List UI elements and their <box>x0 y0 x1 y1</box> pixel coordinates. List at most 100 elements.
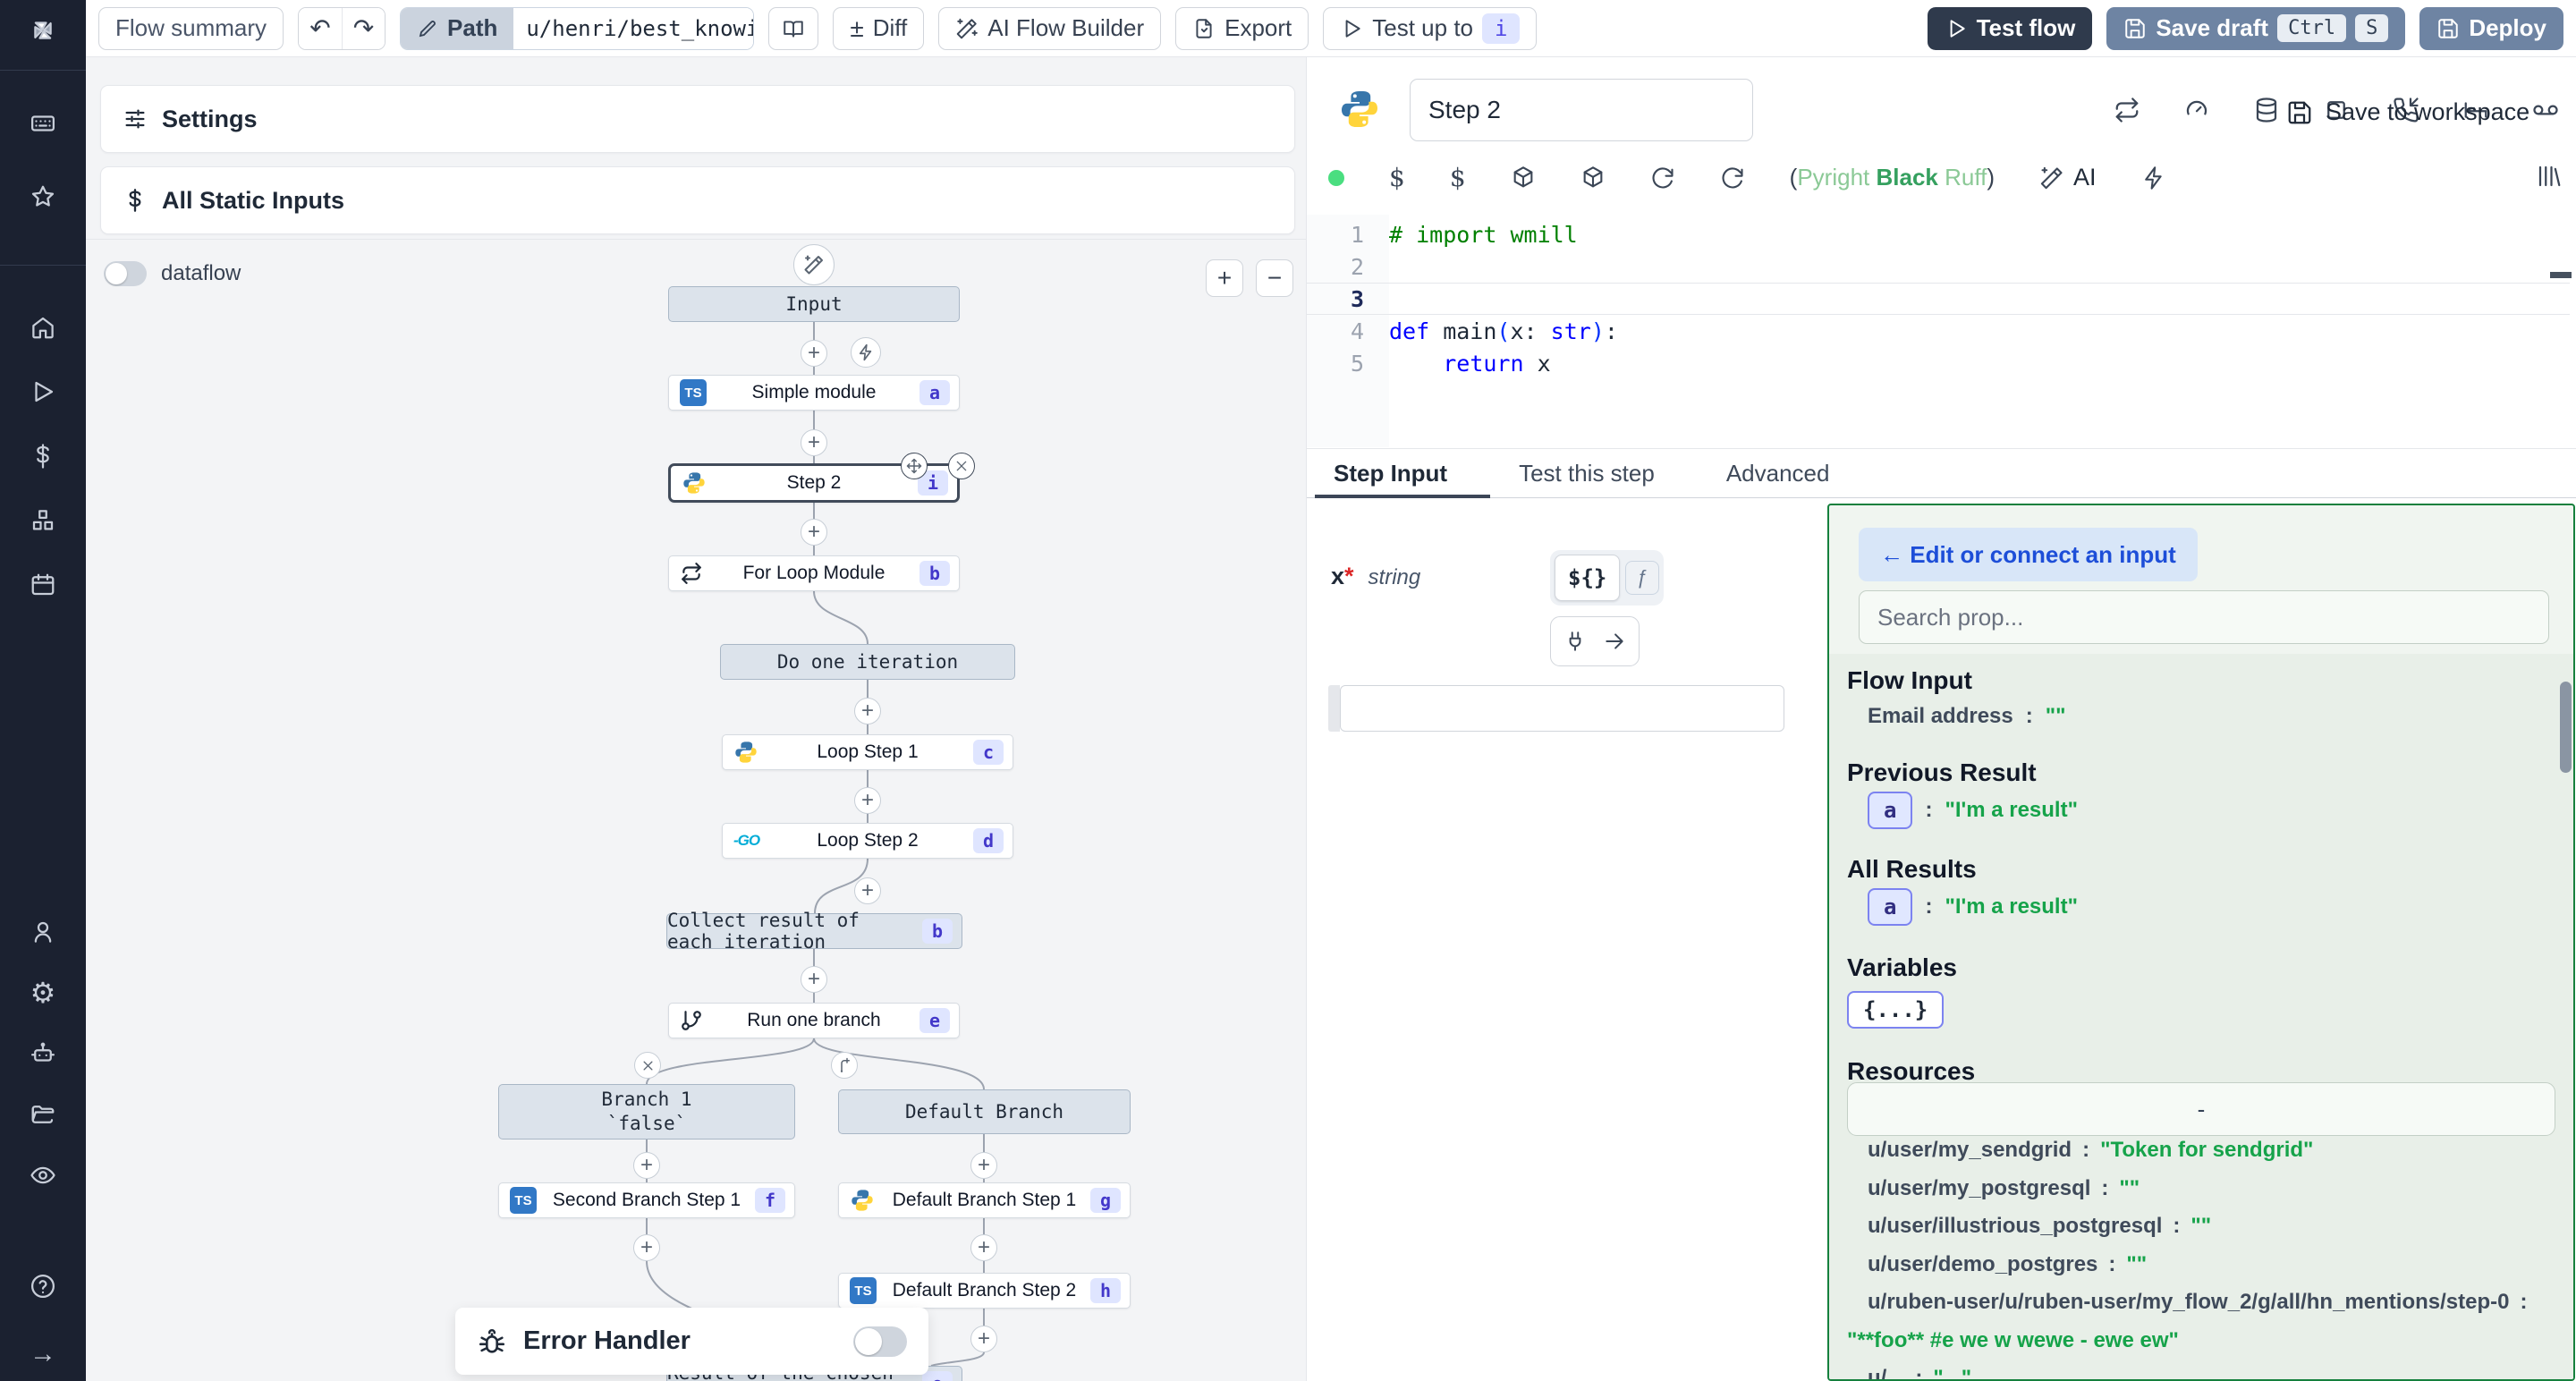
resource-row[interactable]: u/user/illustrious_postgresql:"" <box>1868 1214 2212 1238</box>
step-chip-a[interactable]: a <box>1868 792 1913 829</box>
flow-settings-card[interactable]: Settings <box>100 85 1295 153</box>
node-default-branch-step1[interactable]: Default Branch Step 1 g <box>838 1182 1131 1218</box>
resources-filter-input[interactable]: - <box>1847 1082 2555 1136</box>
node-input[interactable]: Input <box>668 286 960 322</box>
node-run-one-branch[interactable]: Run one branch e <box>668 1003 960 1038</box>
code-line[interactable]: 1# import wmill <box>1350 221 1578 248</box>
resource-row[interactable]: u/user/my_postgresql:"" <box>1868 1175 2140 1200</box>
resource-row[interactable]: u/user/demo_postgres:"" <box>1868 1251 2148 1276</box>
node-do-one-iteration[interactable]: Do one iteration <box>720 644 1015 680</box>
node-collect-result[interactable]: Collect result of each iteration b <box>666 910 962 953</box>
move-step-button[interactable] <box>901 453 928 479</box>
export-button[interactable]: Export <box>1175 6 1309 50</box>
add-step-button[interactable]: + <box>801 966 827 993</box>
all-static-inputs-card[interactable]: All Static Inputs <box>100 166 1295 234</box>
delete-step-button[interactable] <box>948 453 975 479</box>
add-step-button[interactable]: + <box>801 429 827 456</box>
library-icon[interactable] <box>2536 163 2563 190</box>
tab-advanced[interactable]: Advanced <box>1725 459 1830 487</box>
sidebar-collapse-icon[interactable]: → <box>30 1339 56 1368</box>
scrollbar-thumb[interactable] <box>2560 682 2572 773</box>
add-step-button[interactable]: + <box>854 877 881 904</box>
prop-row-email[interactable]: Email address : "" <box>1868 704 2066 728</box>
ai-gen-button[interactable]: AI <box>2039 164 2097 191</box>
plug-icon[interactable] <box>1563 630 1587 653</box>
deploy-button[interactable]: Deploy <box>2419 6 2563 50</box>
add-step-button[interactable]: + <box>633 1152 660 1179</box>
template-expr-toggle[interactable]: ${} <box>1555 555 1621 601</box>
sidebar-item-settings[interactable]: ⚙ <box>30 977 56 1009</box>
step-chip-a[interactable]: a <box>1868 888 1913 926</box>
ai-wand-circle[interactable] <box>793 244 835 285</box>
test-flow-button[interactable]: Test flow <box>1927 6 2093 50</box>
code-assistants-status[interactable]: (Pyright Black Ruff) <box>1789 164 1995 191</box>
node-simple-module[interactable]: TS Simple module a <box>668 375 960 411</box>
prop-row-variables[interactable]: {...} <box>1847 991 1945 1029</box>
ai-flow-builder-button[interactable]: AI Flow Builder <box>938 6 1162 50</box>
sidebar-item-runs[interactable] <box>29 377 57 406</box>
sidebar-item-folders[interactable] <box>29 1100 57 1129</box>
variables-chip[interactable]: {...} <box>1847 991 1945 1029</box>
add-step-button[interactable]: + <box>970 1234 997 1261</box>
node-loop-step1[interactable]: Loop Step 1 c <box>722 734 1013 770</box>
package-icon[interactable] <box>1580 165 1606 191</box>
error-handler-card[interactable]: Error Handler <box>455 1308 928 1375</box>
path-label[interactable]: Path <box>401 7 514 49</box>
undo-button[interactable]: ↶ <box>299 7 343 49</box>
code-line[interactable]: 3 <box>1307 283 2570 315</box>
bed-icon[interactable] <box>2462 97 2489 123</box>
flow-summary-button[interactable]: Flow summary <box>98 6 284 50</box>
add-step-button[interactable]: + <box>854 698 881 724</box>
resource-picker-icon[interactable]: $ <box>1449 163 1466 192</box>
add-branch-button[interactable] <box>831 1052 858 1079</box>
zoom-out-button[interactable]: − <box>1256 259 1293 297</box>
prop-row-previous-result[interactable]: a : "I'm a result" <box>1868 792 2078 829</box>
windmill-logo-icon[interactable] <box>25 13 61 48</box>
dataflow-toggle[interactable] <box>104 261 147 286</box>
rotate-icon[interactable] <box>1720 165 1745 191</box>
add-step-button[interactable]: + <box>633 1234 660 1261</box>
path-input[interactable]: u/henri/best_knowi <box>513 7 754 49</box>
add-step-button[interactable]: + <box>970 1326 997 1352</box>
sidebar-item-workers[interactable] <box>29 1039 57 1068</box>
node-branch1[interactable]: Branch 1 `false` <box>498 1084 795 1140</box>
sidebar-item-favorites[interactable] <box>29 182 57 211</box>
tab-test-this-step[interactable]: Test this step <box>1519 459 1655 487</box>
step-name-input[interactable]: Step 2 <box>1410 79 1753 141</box>
node-second-branch-step1[interactable]: TS Second Branch Step 1 f <box>498 1182 795 1218</box>
variable-picker-icon[interactable]: $ <box>1389 163 1405 192</box>
resource-row[interactable]: u/ruben-user/u/ruben-user/my_flow_2/g/al… <box>1868 1290 2528 1314</box>
lightning-icon[interactable] <box>2141 165 2166 191</box>
trigger-bolt-button[interactable] <box>851 337 881 368</box>
diff-button[interactable]: ± Diff <box>833 6 925 50</box>
add-step-button[interactable]: + <box>854 787 881 814</box>
function-toggle[interactable]: ƒ <box>1625 561 1660 595</box>
resource-row[interactable]: u/user/my_sendgrid:"Token for sendgrid" <box>1868 1138 2314 1162</box>
remove-branch-button[interactable] <box>634 1052 661 1079</box>
edit-or-connect-back-button[interactable]: ← Edit or connect an input <box>1859 528 2198 581</box>
sidebar-item-users[interactable] <box>29 918 57 946</box>
add-step-button[interactable]: + <box>801 519 827 546</box>
node-default-branch[interactable]: Default Branch <box>838 1089 1131 1134</box>
test-up-to-button[interactable]: Test up to i <box>1323 6 1538 50</box>
add-step-button[interactable]: + <box>801 340 827 367</box>
sidebar-item-help[interactable] <box>29 1272 57 1301</box>
code-line[interactable]: 2 <box>1350 253 1364 280</box>
voicemail-icon[interactable] <box>2532 97 2559 123</box>
redo-button[interactable]: ↷ <box>342 7 386 49</box>
package-icon[interactable] <box>1511 165 1536 191</box>
docs-button[interactable] <box>768 6 819 50</box>
tab-step-input[interactable]: Step Input <box>1334 459 1448 487</box>
sidebar-item-apps[interactable] <box>29 109 57 138</box>
search-prop-input[interactable]: Search prop... <box>1859 590 2549 644</box>
sidebar-item-resources[interactable] <box>29 506 57 535</box>
prop-row-all-results[interactable]: a : "I'm a result" <box>1868 888 2078 926</box>
arrow-right-icon[interactable] <box>1603 630 1626 653</box>
rotate-icon[interactable] <box>1650 165 1675 191</box>
phone-incoming-icon[interactable] <box>2393 97 2419 123</box>
sidebar-item-audit-logs[interactable] <box>29 1161 57 1190</box>
sidebar-item-variables[interactable] <box>29 442 57 470</box>
save-to-workspace-button[interactable]: Save to workspace <box>2286 98 2529 126</box>
resource-row[interactable]: "**foo** #e we w wewe - ewe ew" <box>1847 1327 2179 1352</box>
